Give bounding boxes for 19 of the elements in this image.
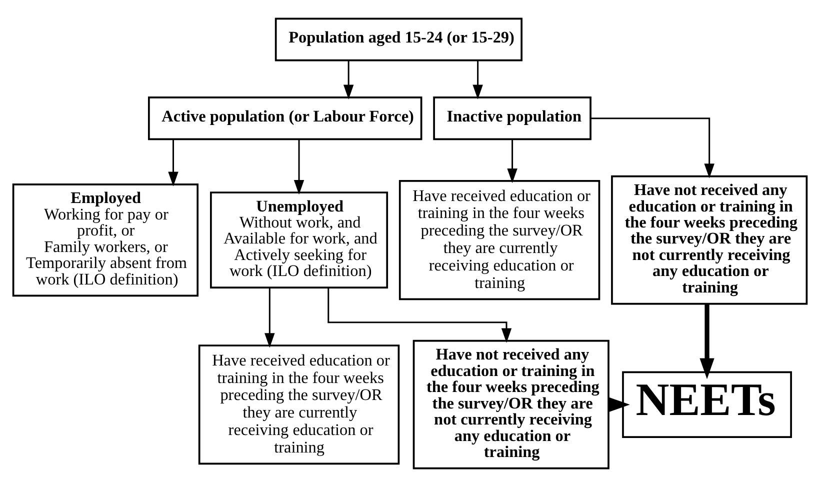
arrow bbox=[700, 304, 714, 379]
arrow bbox=[168, 139, 178, 186]
node-box: Have not received any education or training in the four weeks preceding the survey/OR they are not currently receiving any education or training bbox=[611, 174, 808, 304]
arrow bbox=[507, 139, 518, 183]
node-box: Have not received any education or training in the four weeks preceding the survey/OR they are not currently receiving any education or training bbox=[412, 339, 610, 469]
arrow bbox=[343, 60, 354, 99]
arrow bbox=[590, 117, 714, 178]
node-box: Active population (or Labour Force) bbox=[148, 96, 422, 140]
arrow bbox=[328, 287, 512, 342]
node-box: Employed Working for pay or profit, or Family workers, or Temporarily absent from work (ILO definition) bbox=[12, 182, 199, 296]
node-box: Population aged 15-24 (or 15-29) bbox=[274, 17, 522, 61]
arrow bbox=[264, 287, 275, 348]
node-box: Have received education or training in the four weeks preceding the survey/OR they are currently receiving education or training bbox=[198, 344, 400, 464]
arrow bbox=[472, 60, 483, 99]
node-box: NEETs bbox=[622, 370, 792, 438]
node-box: Unemployed Without work, and Available for work, and Actively seeking for work (ILO definition) bbox=[210, 191, 388, 288]
arrow bbox=[294, 139, 304, 194]
node-box: Inactive population bbox=[433, 96, 592, 140]
node-box: Have received education or training in the four weeks preceding the survey/OR they are currently receiving education or training bbox=[398, 179, 600, 300]
